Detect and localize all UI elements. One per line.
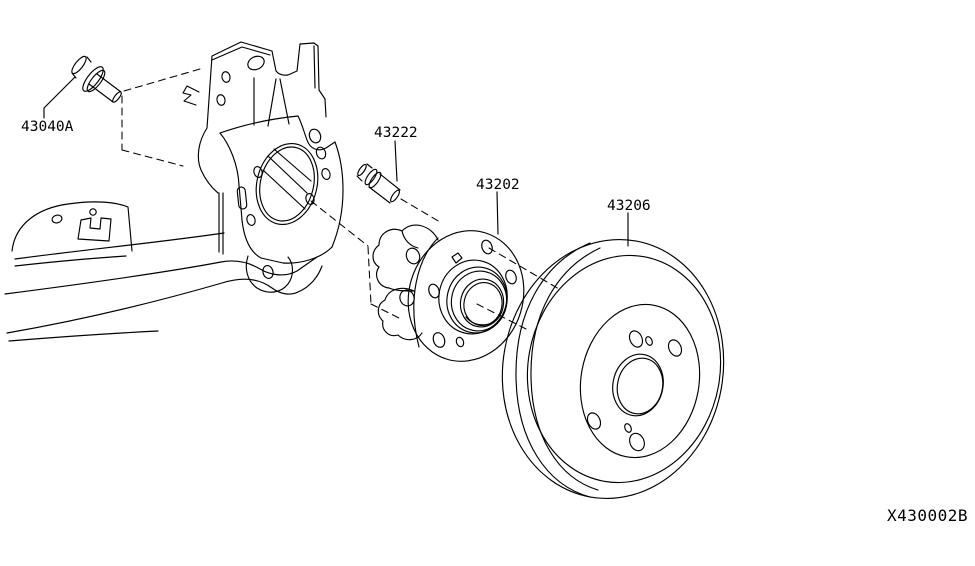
callout-43040A-label[interactable]: 43040A	[21, 119, 74, 135]
beam-tube-lines	[4, 232, 318, 342]
wheel-hub-assembly-drawing	[372, 224, 525, 362]
axle-beam-assembly-drawing	[4, 41, 344, 342]
upper-mounting-bracket	[182, 41, 327, 255]
callout-43040A-leader	[43, 76, 76, 119]
drum-lug-holes	[586, 330, 683, 452]
spring-seat-hump	[11, 201, 133, 252]
callout-43206-label[interactable]: 43206	[607, 198, 651, 214]
callout-43202-label[interactable]: 43202	[476, 177, 520, 193]
flange-bolt-drawing	[71, 55, 122, 103]
callout-43202-leader	[496, 191, 499, 235]
spindle-flange-plate	[219, 115, 344, 293]
diagram-ref-code: X430002B	[887, 506, 968, 525]
hub-flange	[407, 230, 525, 362]
callout-43206[interactable]: 43206	[607, 198, 651, 247]
brake-drum-drawing	[501, 238, 725, 500]
callout-43222[interactable]: 43222	[374, 125, 418, 182]
callout-43222-label[interactable]: 43222	[374, 125, 418, 141]
hub-stud-drawing	[356, 163, 401, 204]
hub-carrier-ears	[372, 224, 439, 341]
assembly-alignment-dashed-lines	[121, 68, 560, 331]
callout-43040A[interactable]: 43040A	[21, 76, 76, 135]
callout-43202[interactable]: 43202	[476, 177, 520, 235]
callout-43222-leader	[394, 140, 398, 182]
hub-bearing-boss	[438, 259, 508, 335]
